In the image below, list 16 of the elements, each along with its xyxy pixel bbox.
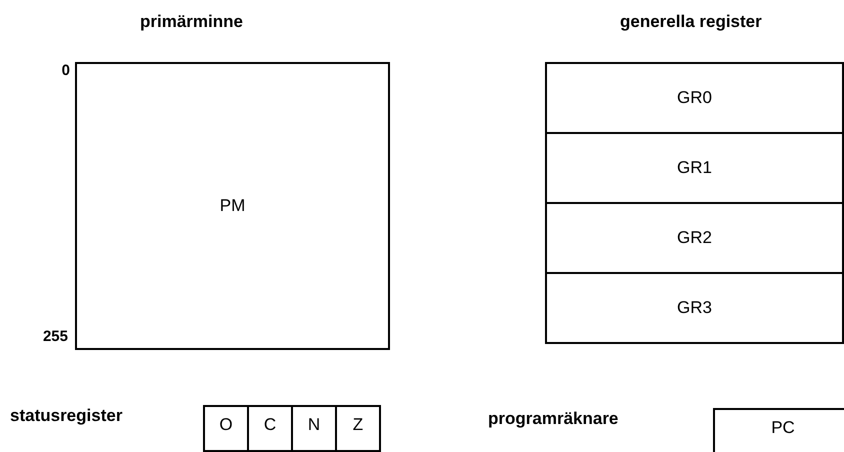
register-box: Z <box>335 405 381 452</box>
register-box: PC <box>713 408 844 452</box>
register-row: GR2 <box>545 202 844 274</box>
register-box: C <box>247 405 293 452</box>
register-label: statusregister <box>10 406 122 426</box>
address-label: 0 <box>60 62 70 79</box>
memory-title: primärminne <box>140 12 243 32</box>
register-row: GR1 <box>545 132 844 204</box>
register-row: GR3 <box>545 272 844 344</box>
register-file-title: generella register <box>620 12 762 32</box>
register-box: O <box>203 405 249 452</box>
register-label: programräknare <box>488 409 618 429</box>
memory-label: PM <box>220 196 246 216</box>
address-label: 255 <box>42 328 68 345</box>
register-box: N <box>291 405 337 452</box>
register-row: GR0 <box>545 62 844 134</box>
